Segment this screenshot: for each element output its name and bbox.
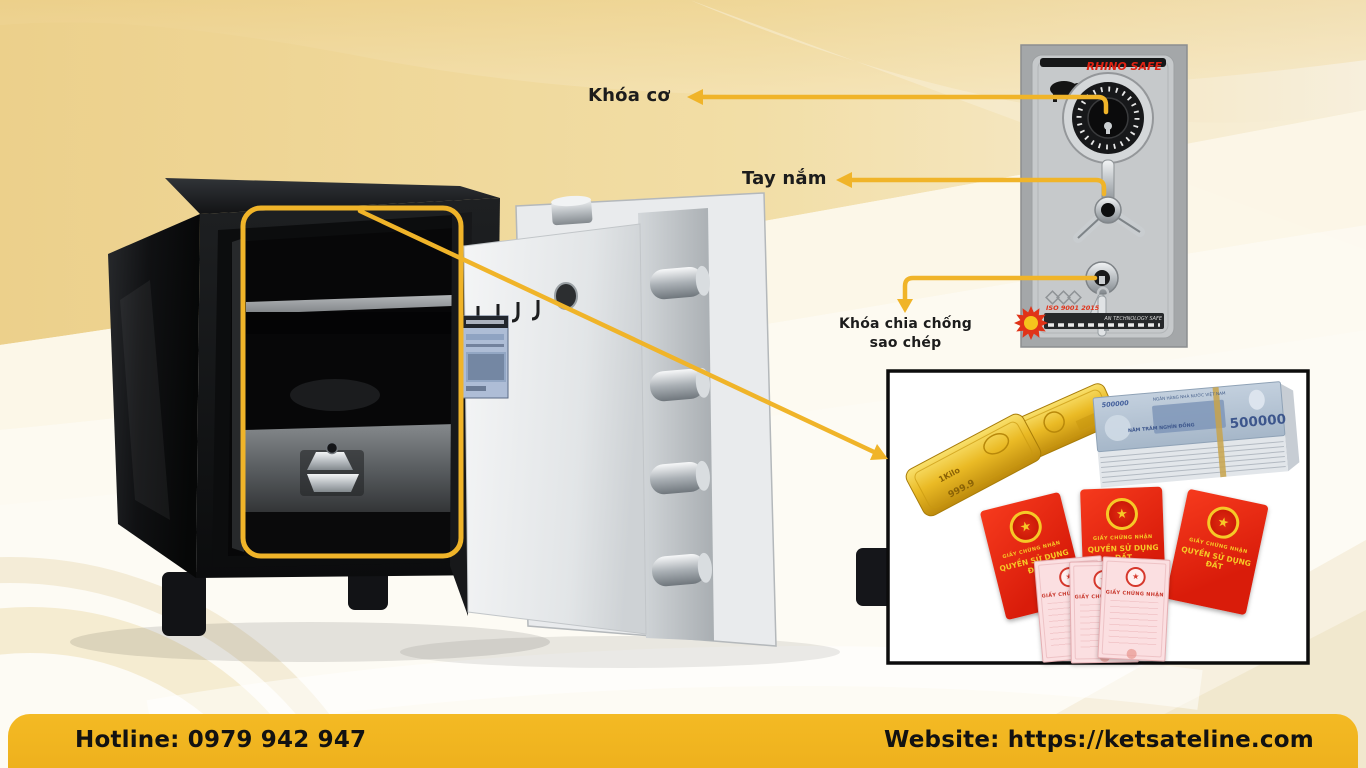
safe-handle: [1073, 159, 1145, 243]
door-hinge: [551, 195, 593, 226]
safe-top-face: [165, 178, 500, 214]
door-shadow: [400, 636, 840, 668]
award-badge-icon: [1014, 306, 1048, 340]
diamond-marks: [1045, 290, 1082, 305]
footer-bar: [8, 714, 1358, 768]
cert-text-lines: [1108, 599, 1159, 647]
interior-shelf: [246, 295, 452, 314]
annotation-arrowheads: [687, 89, 913, 460]
footer-website: Website: https://ketsateline.com: [884, 727, 1314, 753]
line-mechanical-lock: [697, 94, 1109, 115]
national-emblem-icon: ★: [1105, 497, 1139, 531]
line-anti-copy-key: [902, 275, 1098, 302]
line-valuables: [357, 208, 877, 455]
interior-bottom: [244, 512, 456, 556]
bottom-white-curve: [146, 646, 1203, 740]
panel-top-strip: [1040, 58, 1166, 67]
arrowhead-mechanical-lock: [687, 89, 703, 105]
interior-highlight-rect: [240, 205, 464, 559]
national-emblem-icon: ★: [1006, 507, 1046, 547]
safe-left-face: [108, 214, 200, 578]
door-inner-face: [463, 223, 647, 635]
label-mechanical-lock: Khóa cơ: [588, 85, 670, 106]
safe-foot-front-left: [162, 572, 206, 636]
banknote-bank-text: NGÂN HÀNG NHÀ NƯỚC VIỆT NAM: [1153, 390, 1226, 401]
cert-stamp: [1126, 648, 1137, 660]
annotation-lines: [240, 94, 1109, 559]
drawer-handle: [307, 474, 359, 492]
drawer-handle-top: [307, 452, 353, 470]
rhino-safe-brand: RHINO SAFE: [1086, 60, 1162, 73]
arrowhead-anti-copy-key: [897, 299, 913, 313]
safe-illustration: [70, 178, 900, 668]
combination-dial: [1062, 72, 1154, 164]
safe-door: [461, 192, 777, 647]
line-handle: [848, 177, 1107, 197]
interior-item: [290, 379, 380, 411]
banknote-stack: 500000 NGÂN HÀNG NHÀ NƯỚC VIỆT NAM NĂM T…: [1092, 381, 1300, 488]
cert-emblem-icon: ★: [1125, 566, 1147, 588]
lock-panel: RHINO SAFE: [1014, 44, 1188, 348]
footer-hotline: Hotline: 0979 942 947: [75, 727, 367, 753]
arrowhead-handle: [836, 172, 852, 188]
banknote-large-value: 500000: [1229, 411, 1287, 432]
door-bolt-rail: [638, 208, 714, 641]
shelf-shadow: [246, 312, 452, 334]
label-handle: Tay nắm: [742, 168, 827, 189]
banknote-small-value: 500000: [1101, 399, 1129, 409]
bottom-left-arc: [0, 607, 310, 768]
gold-bars: 1Kilo 999.9: [905, 383, 1118, 517]
label-anti-copy-key-line1: Khóa chia chống: [838, 316, 972, 332]
label-anti-copy-key-line2: sao chép: [869, 334, 942, 351]
iso-text: ISO 9001 2015: [1046, 304, 1100, 312]
door-sticker: [461, 315, 509, 399]
technology-safe-text: AN TECHNOLOGY SAFE: [1103, 316, 1162, 322]
drawer-lock: [325, 441, 339, 455]
national-emblem-icon: ★: [1204, 503, 1243, 542]
pink-certificate-right: ★ GIẤY CHỨNG NHẬN: [1097, 556, 1171, 662]
bottom-left-arc-2: [0, 557, 365, 768]
pink-cert-title: GIẤY CHỨNG NHẬN: [1105, 589, 1165, 599]
label-anti-copy-key: Khóa chia chống sao chép: [828, 315, 983, 353]
red-book-title: GIẤY CHỨNG NHẬN: [1092, 533, 1153, 543]
left-face-highlight: [120, 280, 170, 520]
arrowhead-valuables: [870, 444, 888, 460]
